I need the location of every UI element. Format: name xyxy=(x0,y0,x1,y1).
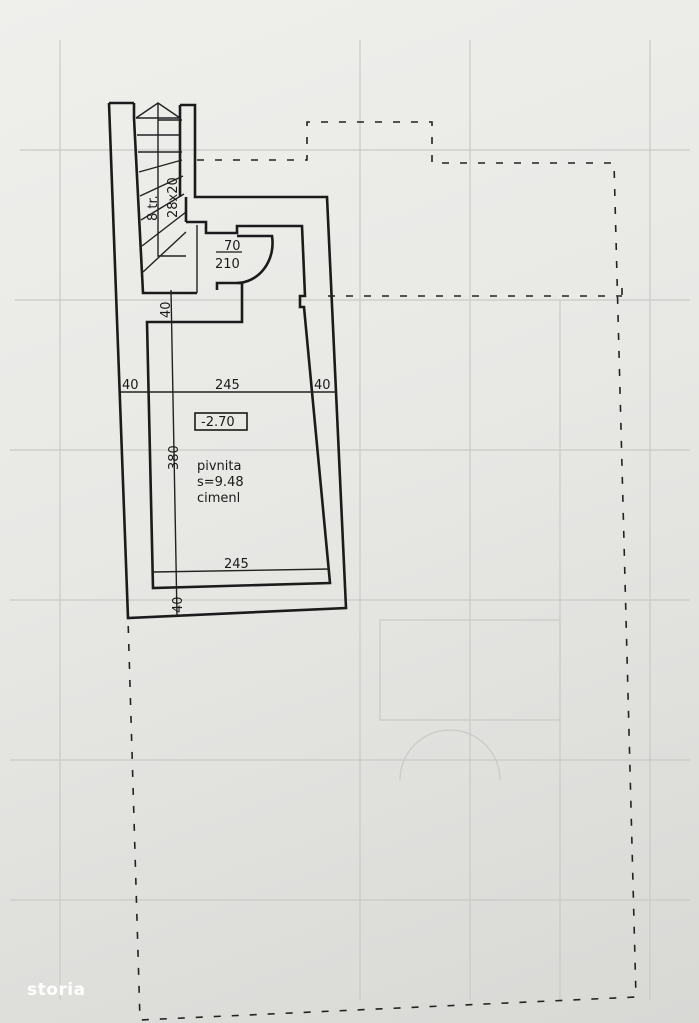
dim-room-length: 380 xyxy=(167,445,182,470)
room-name: pivnita xyxy=(197,459,241,474)
stair-treads xyxy=(135,102,187,273)
room-floor: cimenl xyxy=(197,491,240,506)
dimension-line-vertical xyxy=(170,289,178,617)
storia-watermark: storia xyxy=(27,980,86,1000)
dim-wall-right: 40 xyxy=(314,378,331,393)
door-width-label: 70 xyxy=(224,239,241,254)
dim-room-width-bottom: 245 xyxy=(224,557,249,572)
ground-floor-outline xyxy=(127,121,637,1021)
dim-wall-stair: 40 xyxy=(159,301,174,318)
stair-size-label: 28x20 xyxy=(166,177,181,218)
room-area: s=9.48 xyxy=(197,475,244,490)
landing-walls xyxy=(145,220,332,590)
dimension-line-bottom xyxy=(152,568,331,573)
dim-wall-bottom: 40 xyxy=(171,596,186,613)
door-swing-arc xyxy=(236,234,274,285)
dim-wall-left: 40 xyxy=(122,378,139,393)
level-label: -2.70 xyxy=(201,415,235,430)
dim-room-width-top: 245 xyxy=(215,378,240,393)
stair-count-label: 8 tr. xyxy=(146,195,161,221)
section-outline xyxy=(328,288,623,302)
outer-wall xyxy=(107,101,348,620)
ghost-lines xyxy=(10,40,690,1000)
door-height-label: 210 xyxy=(215,257,240,272)
level-box xyxy=(194,412,248,431)
